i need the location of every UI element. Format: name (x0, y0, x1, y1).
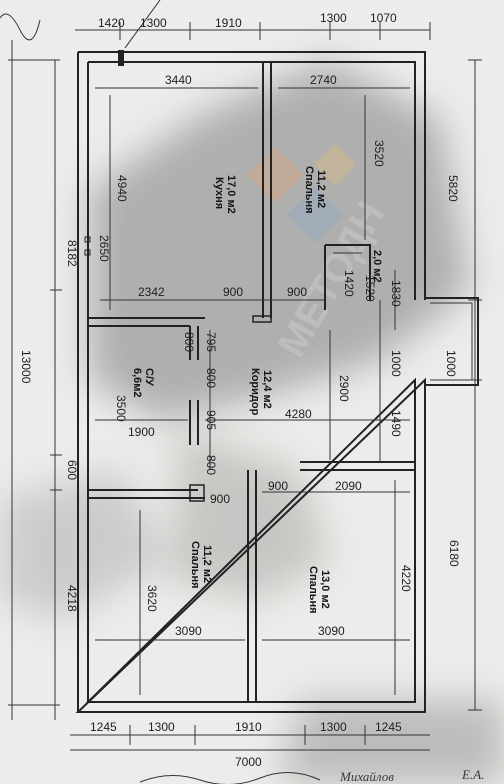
kitchen-name: Кухня (213, 177, 225, 209)
dim-2650: 2650 (97, 235, 111, 262)
bedroom1-name: Спальня (303, 166, 315, 214)
dim-bot-1910: 1910 (235, 720, 262, 734)
dim-2740: 2740 (310, 73, 337, 87)
dim-bot-1245: 1245 (90, 720, 117, 734)
outer-walls (75, 51, 426, 713)
bedroom3-name: Спальня (307, 566, 319, 614)
dim-b3-3090: 3090 (318, 624, 345, 638)
dim-top-1910: 1910 (215, 16, 242, 30)
bedroom1-area: 11,2 м2 (315, 170, 327, 208)
dim-795: 795 (204, 332, 218, 352)
corridor-name: Коридор (249, 368, 261, 416)
dim-3520: 3520 (372, 140, 386, 167)
dim-1900: 1900 (128, 425, 155, 439)
vent-marker (118, 50, 124, 66)
dim-3620: 3620 (145, 585, 159, 612)
dim-800b: 800 (182, 332, 196, 352)
photo-shadows (0, 60, 504, 784)
closet-area: 2,0 м2 (371, 250, 383, 283)
internal-walls (88, 62, 415, 702)
kitchen-area: 17,0 м2 (225, 175, 237, 214)
corridor-area: 12,4 м2 (261, 370, 273, 409)
dim-4218: 4218 (65, 585, 79, 612)
dim-1520: 1520 (363, 275, 377, 302)
dim-top-1300b: 1300 (320, 11, 347, 25)
dim-1000: 1000 (389, 350, 403, 377)
dim-3440: 3440 (165, 73, 192, 87)
dim-4220: 4220 (399, 565, 413, 592)
handwritten-signature: Михайлов (339, 769, 394, 784)
bedroom2-area: 11,2 м2 (201, 545, 213, 583)
balcony (425, 297, 479, 386)
dim-low-900a: 900 (210, 492, 230, 506)
dim-1420: 1420 (342, 270, 356, 297)
inner-dimension-lines (95, 87, 410, 695)
dim-2090: 2090 (335, 479, 362, 493)
dim-bot-1245b: 1245 (375, 720, 402, 734)
dim-8182: 8182 (65, 240, 79, 267)
dim-900a: 900 (223, 285, 243, 299)
dim-900b: 900 (287, 285, 307, 299)
corner-scribble (0, 13, 41, 41)
dim-800c: 800 (204, 455, 218, 475)
dim-3500: 3500 (114, 395, 128, 422)
dim-600: 600 (65, 460, 79, 480)
dim-low-900b: 900 (268, 479, 288, 493)
dim-6180: 6180 (447, 540, 461, 567)
dim-top-1420: 1420 (98, 16, 125, 30)
dim-5820: 5820 (446, 175, 460, 202)
dim-13000: 13000 (19, 350, 33, 384)
dim-4280: 4280 (285, 407, 312, 421)
dim-top-1300: 1300 (140, 16, 167, 30)
dim-4940: 4940 (115, 175, 129, 202)
dim-800a: 800 (204, 368, 218, 388)
bedroom3-area: 13,0 м2 (319, 570, 331, 609)
bath-area: 6,6м2 (131, 368, 143, 398)
dim-bot-7000: 7000 (235, 755, 262, 769)
dim-905: 905 (204, 410, 218, 430)
dim-top-1070: 1070 (370, 11, 397, 25)
handwritten-initials: Е.А. (461, 767, 484, 782)
dim-2900: 2900 (337, 375, 351, 402)
bath-name: С/У (143, 368, 155, 386)
dim-b2-3090: 3090 (175, 624, 202, 638)
dim-1830: 1830 (389, 280, 403, 307)
dim-2342: 2342 (138, 285, 165, 299)
dim-1000b: 1000 (444, 350, 458, 377)
dim-bot-1300: 1300 (148, 720, 175, 734)
bedroom2-name: Спальня (189, 541, 201, 589)
dim-1490: 1490 (389, 410, 403, 437)
handwritten-scribble (139, 772, 321, 784)
dim-bot-1300b: 1300 (320, 720, 347, 734)
